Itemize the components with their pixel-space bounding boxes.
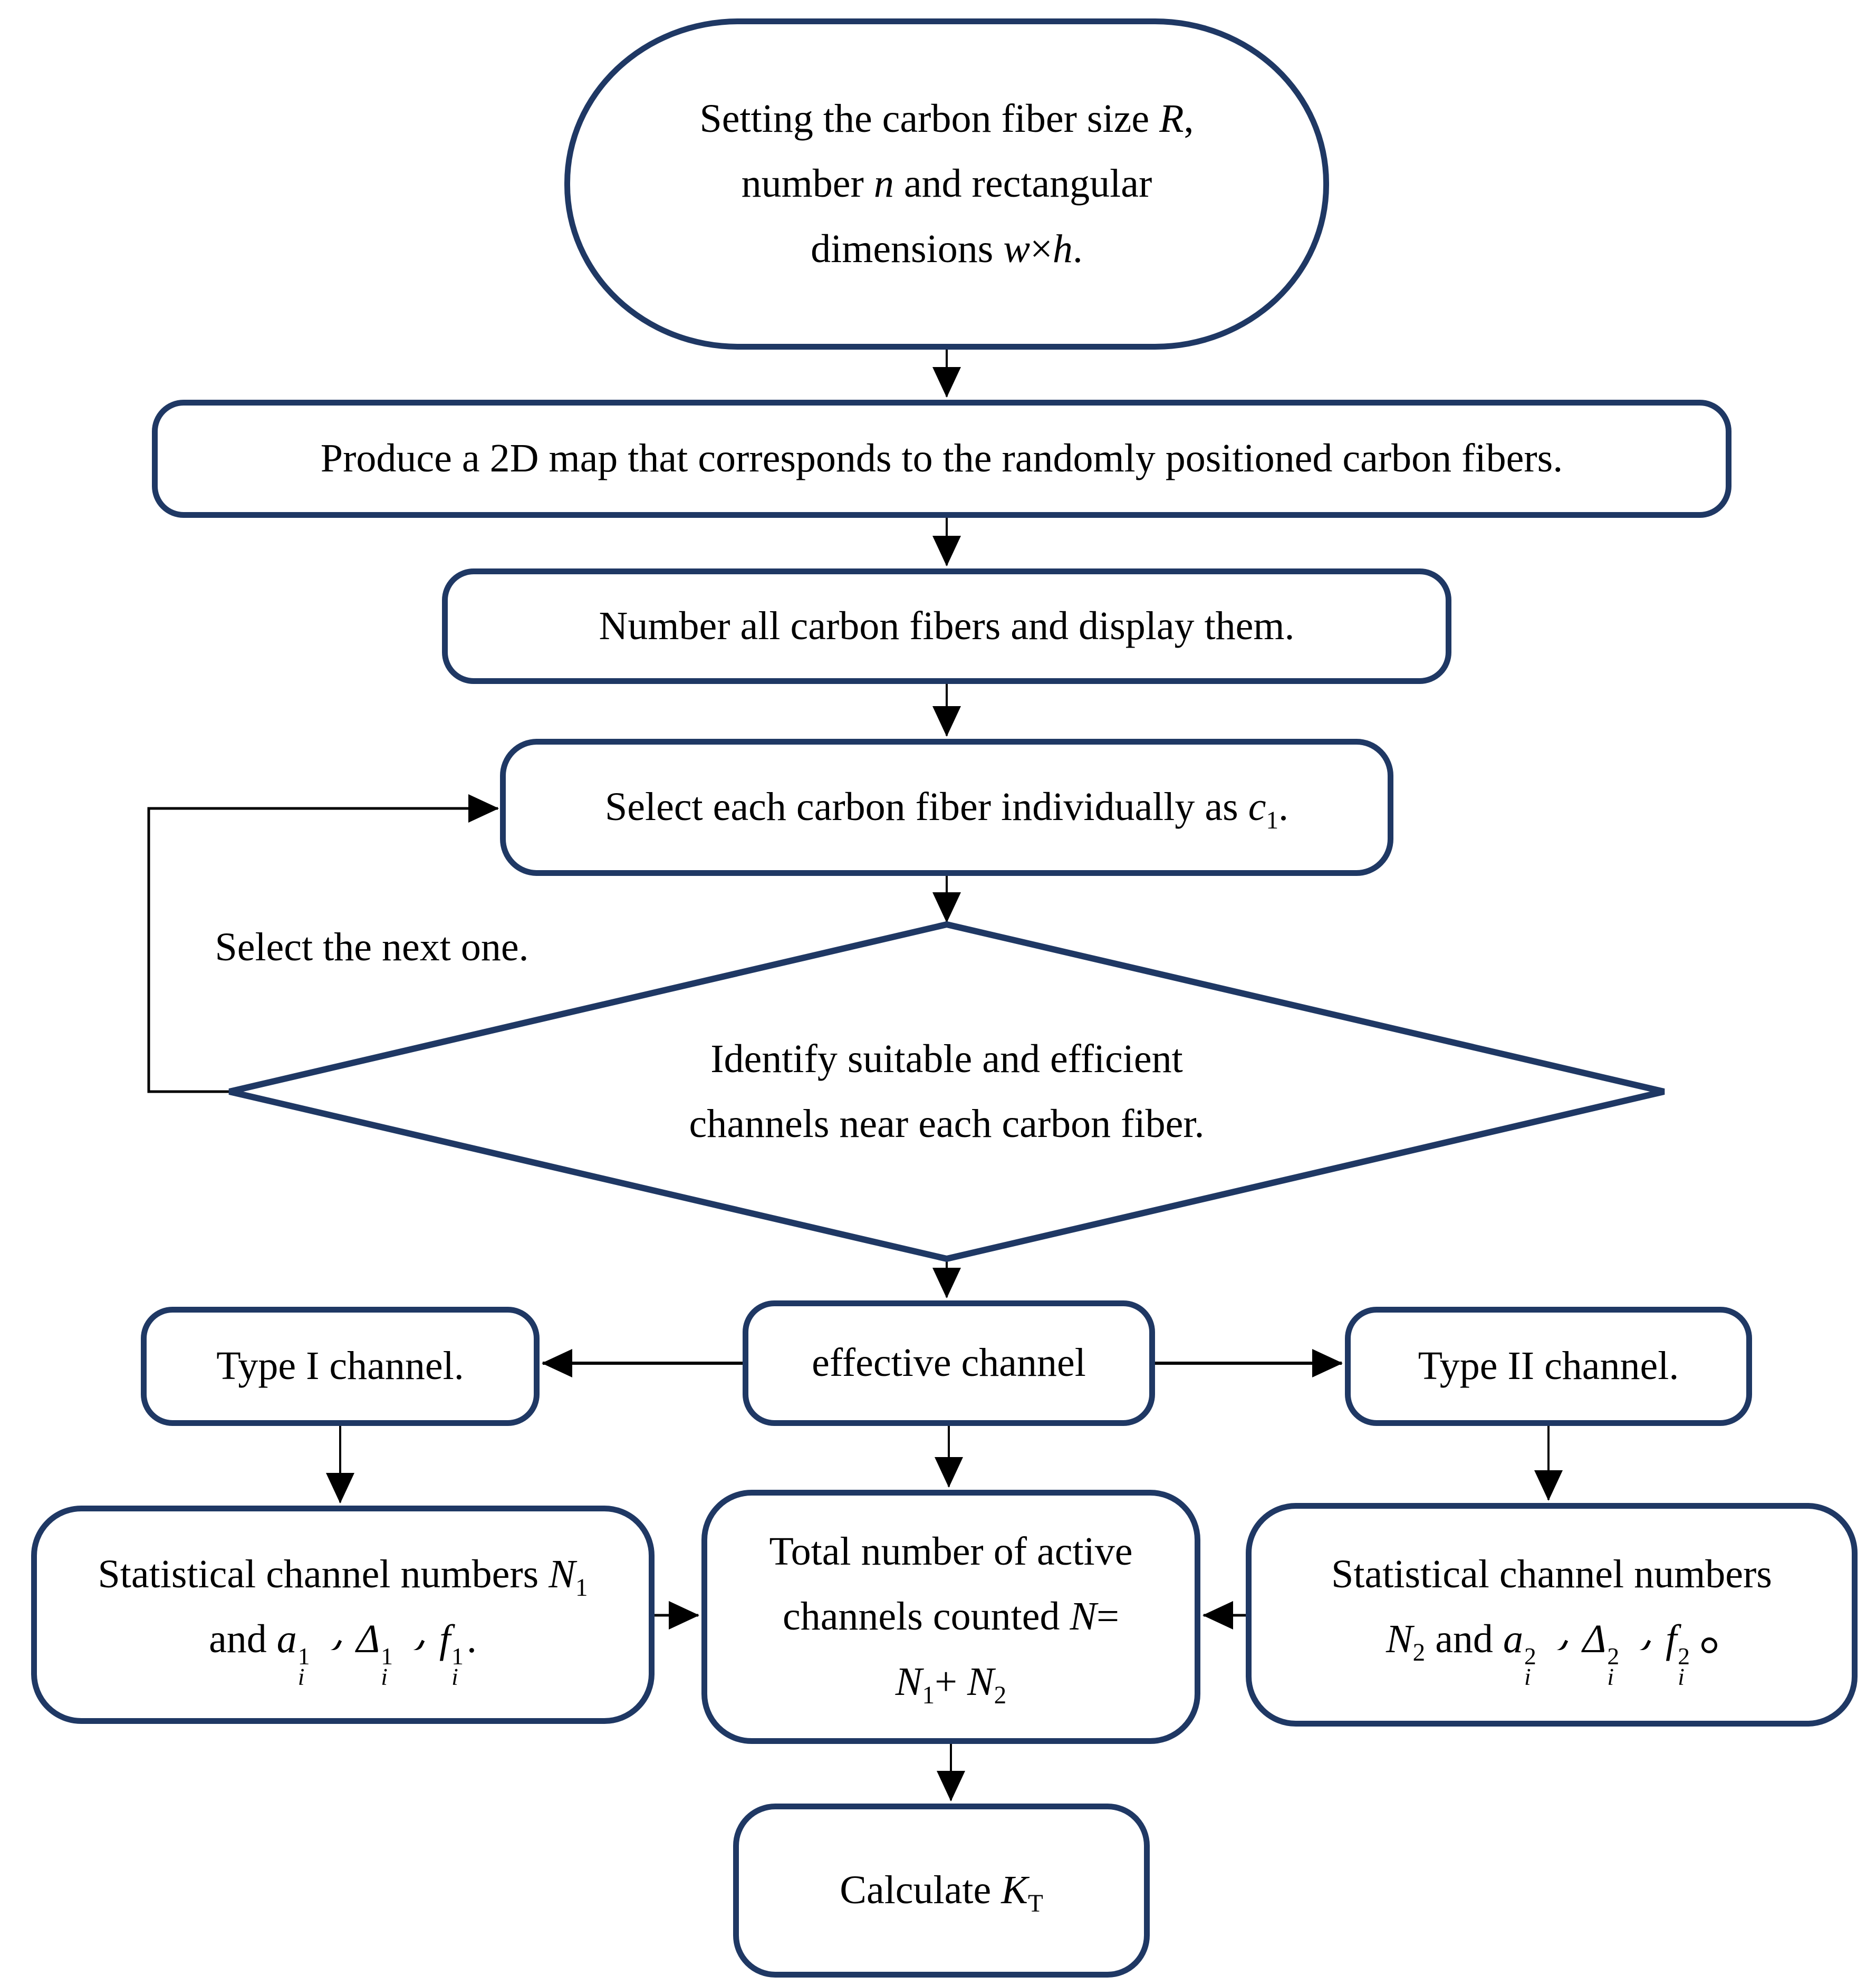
diamond-line-2: channels near each carbon fiber. — [689, 1102, 1205, 1146]
cjk-comma-separator — [1553, 1637, 1569, 1656]
cjk-period — [1701, 1637, 1718, 1654]
arrow-loop-select-next — [147, 794, 499, 1093]
diamond-line-1: Identify suitable and efficient — [710, 1036, 1183, 1081]
cjk-comma-separator — [327, 1637, 343, 1656]
cjk-comma-separator — [410, 1637, 426, 1656]
number-fibers-box: Number all carbon fibers and display the… — [442, 568, 1451, 684]
effective-channel-label: effective channel — [812, 1341, 1086, 1385]
cjk-comma-separator — [1636, 1637, 1652, 1656]
start-terminator: Setting the carbon fiber size R,number n… — [564, 18, 1329, 350]
type1-channel-box: Type I channel. — [141, 1307, 540, 1426]
produce-map-box: Produce a 2D map that corresponds to the… — [152, 400, 1731, 518]
type1-channel-label: Type I channel. — [216, 1344, 464, 1389]
select-fiber-box: Select each carbon fiber individually as… — [500, 739, 1393, 876]
number-fibers-label: Number all carbon fibers and display the… — [599, 603, 1295, 648]
select-next-label: Select the next one. — [215, 925, 529, 970]
identify-channels-diamond — [228, 921, 1665, 1262]
type2-channel-label: Type II channel. — [1418, 1344, 1679, 1389]
produce-map-label: Produce a 2D map that corresponds to the… — [320, 436, 1563, 481]
calculate-kt-box: Calculate KT — [733, 1804, 1150, 1978]
type2-channel-box: Type II channel. — [1345, 1307, 1752, 1426]
effective-channel-box: effective channel — [743, 1300, 1155, 1426]
identify-channels-label: Identify suitable and efficient channels… — [472, 1023, 1421, 1160]
